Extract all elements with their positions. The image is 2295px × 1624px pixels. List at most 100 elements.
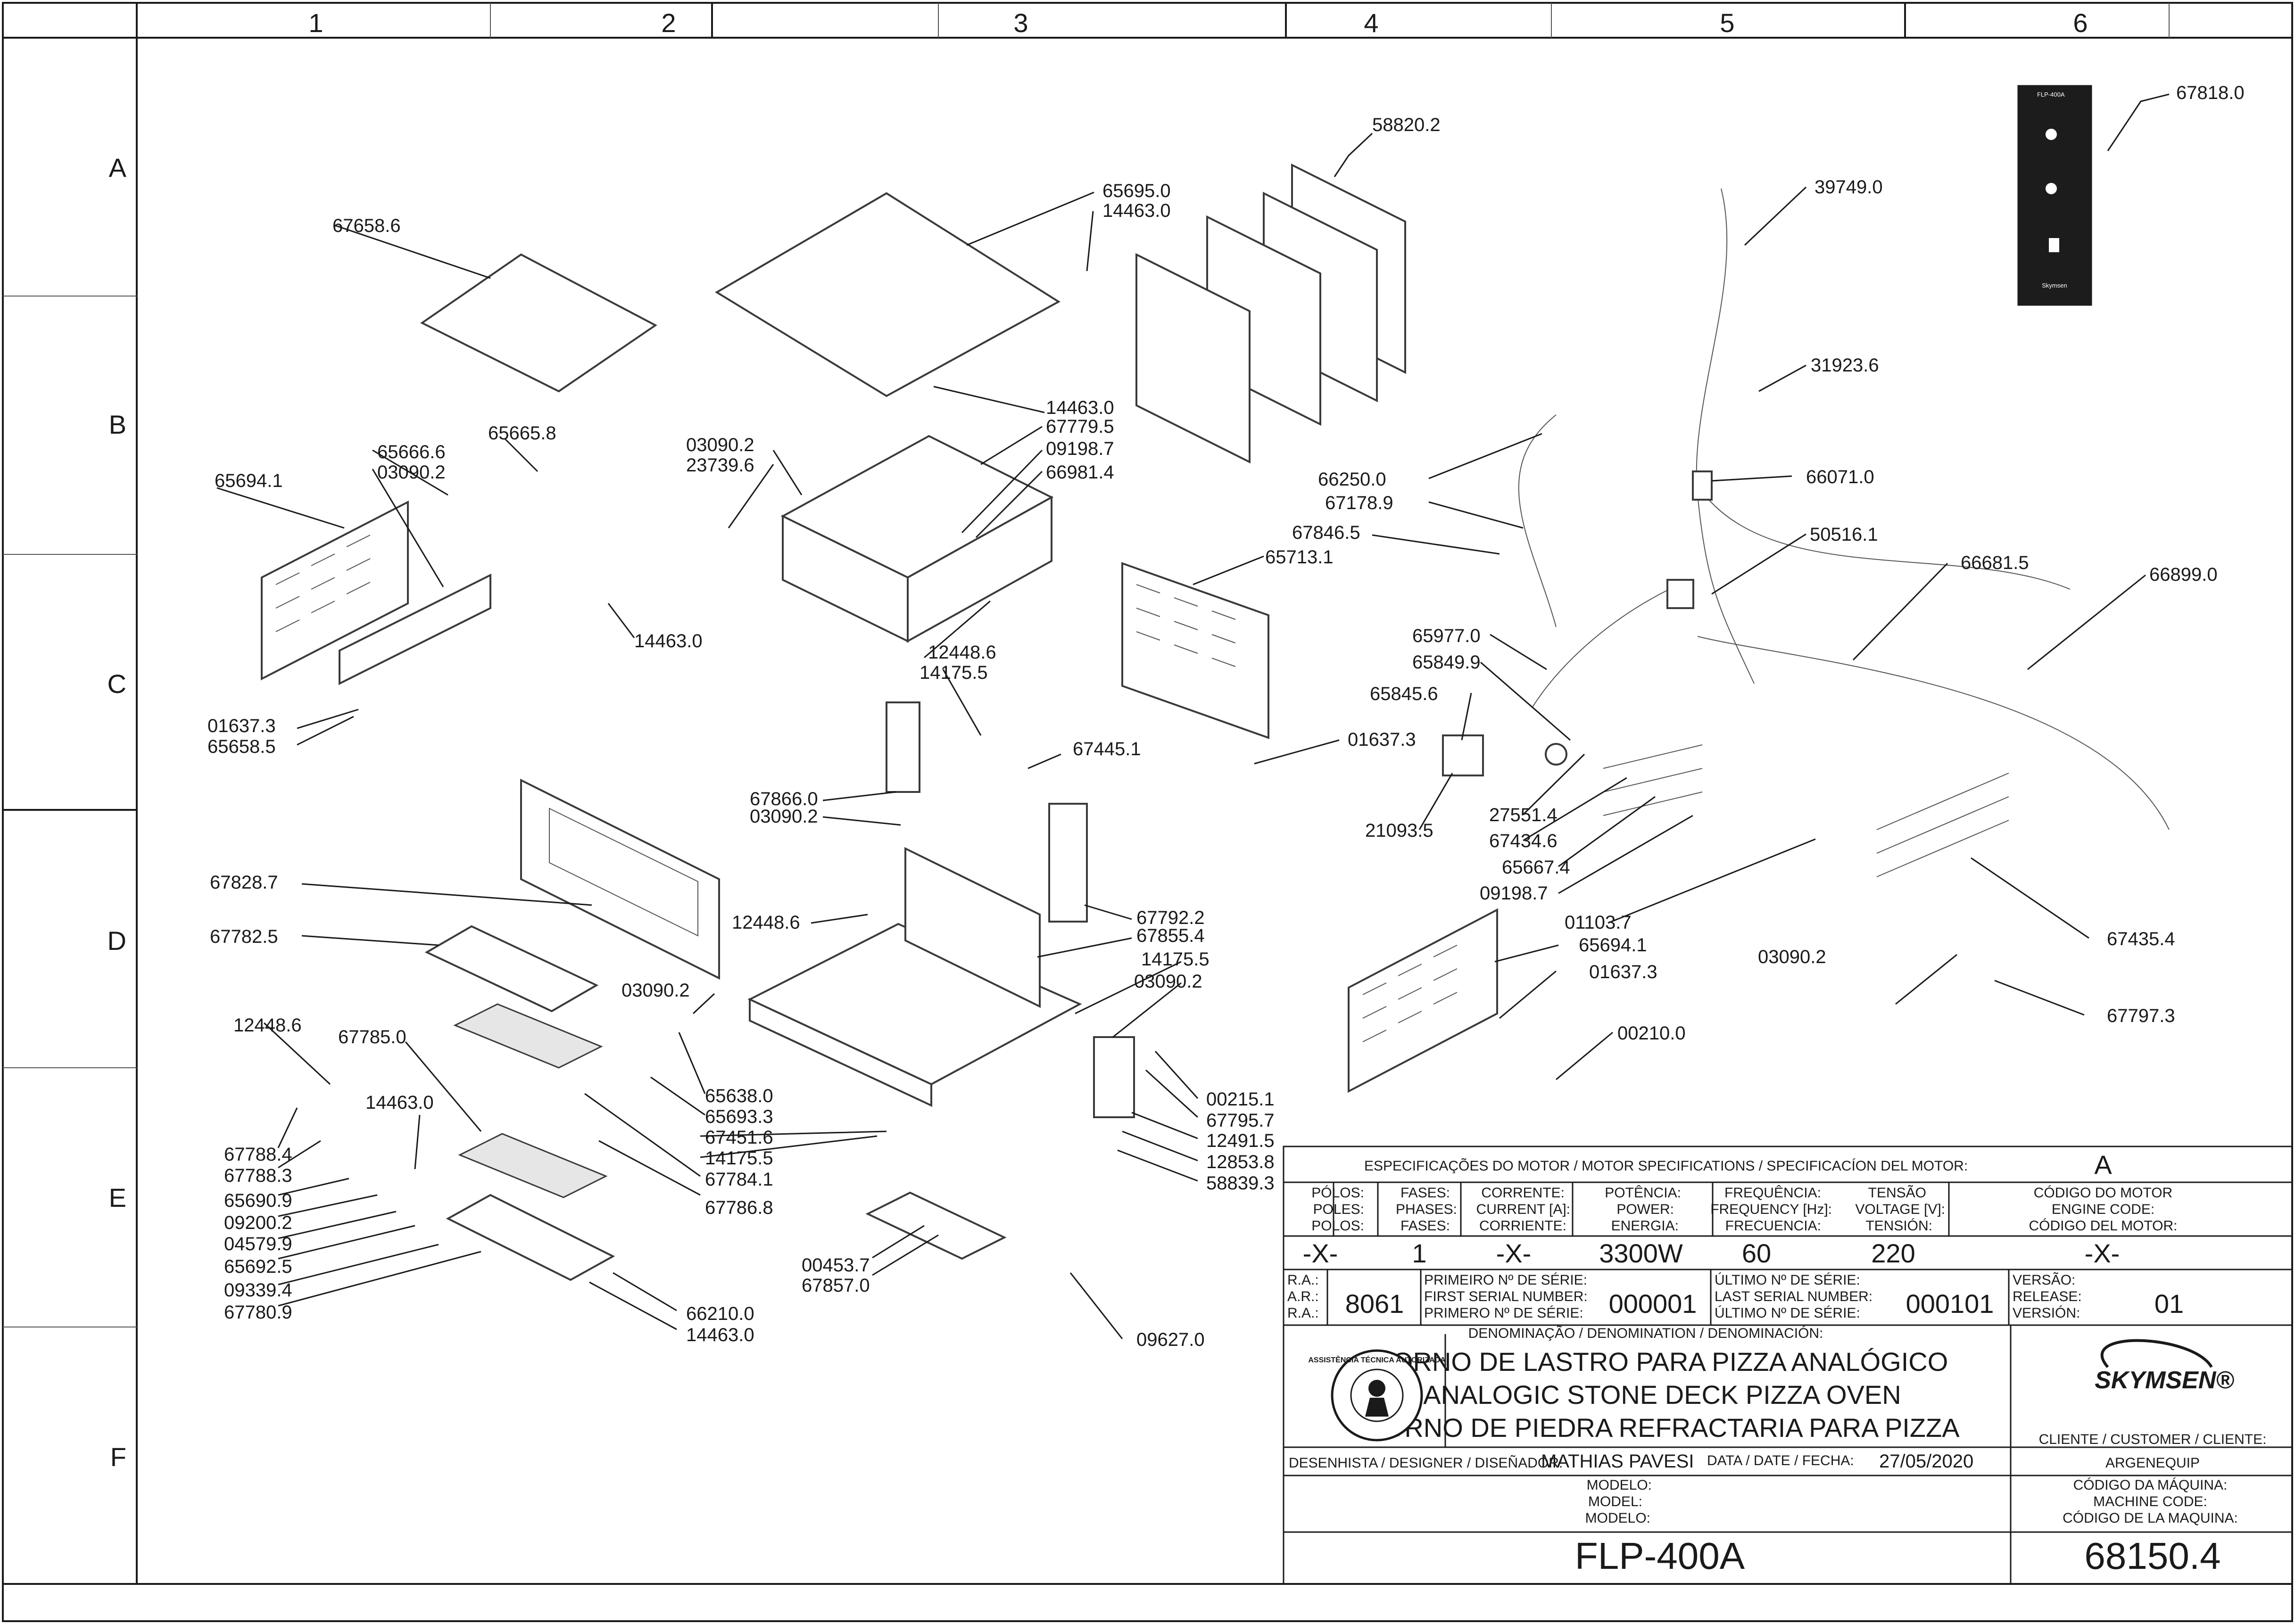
callout-label: 00215.1 [1206, 1089, 1275, 1110]
frequency-label-en: FREQUENCY [Hz]: [1710, 1202, 1832, 1217]
callout-label: 65665.8 [488, 423, 556, 444]
callout-label: 67786.8 [705, 1197, 773, 1218]
serial-labels: R.A.: A.R.: R.A.: PRIMEIRO Nº DE SÉRIE: … [1287, 1272, 2082, 1321]
callout-label: 12853.8 [1206, 1152, 1275, 1172]
cooling-fan [1442, 734, 1484, 776]
callout-label: 09198.7 [1480, 883, 1548, 904]
callout-label: 67434.6 [1489, 831, 1558, 851]
callout-label: 65667.4 [1502, 857, 1570, 878]
ra-label-en: A.R.: [1287, 1289, 1319, 1304]
callout-label: 67451.6 [705, 1127, 773, 1148]
callout-label: 12491.5 [1206, 1130, 1275, 1151]
current-label-es: CORRIENTE: [1479, 1218, 1566, 1234]
voltage-label-en: VOLTAGE [V]: [1855, 1202, 1945, 1217]
callout-label: 65666.6 [377, 442, 446, 462]
drawer-frame-lower [446, 1194, 615, 1281]
callout-label: 67797.3 [2107, 1006, 2175, 1026]
decal-model-text: FLP-400A [2037, 91, 2065, 98]
callout-label: 27551.4 [1489, 805, 1558, 825]
product-names: FORNO DE LASTRO PARA PIZZA ANALÓGICO ANA… [1365, 1347, 1960, 1443]
engine-code-labels: CÓDIGO DO MOTOR ENGINE CODE: CÓDIGO DEL … [2029, 1185, 2177, 1234]
poles-label-en: POLES: [1313, 1202, 1364, 1217]
column-label-4: 4 [1364, 8, 1378, 38]
callout-label: 67828.7 [210, 872, 278, 893]
last-serial-value: 000101 [1906, 1289, 1994, 1319]
side-panel-right [1121, 562, 1269, 739]
wiring-harness [1518, 188, 2170, 830]
callout-label: 14175.5 [920, 662, 988, 683]
last-serial-label-es: ÚLTIMO Nº DE SÉRIE: [1715, 1305, 1860, 1321]
customer-label: CLIENTE / CUSTOMER / CLIENTE: [2039, 1432, 2267, 1447]
row-label-d: D [108, 926, 126, 956]
callout-label: 39749.0 [1814, 177, 1883, 198]
model-value: FLP-400A [1575, 1535, 1745, 1577]
callout-label: 67846.5 [1292, 522, 1360, 543]
voltage-label-pt: TENSÃO [1868, 1185, 1926, 1201]
release-label-pt: VERSÃO: [2013, 1272, 2075, 1288]
seal-text: ASSISTÊNCIA TÉCNICA AUTORIZADA [1308, 1355, 1446, 1364]
first-serial-label-es: PRIMERO Nº DE SÉRIE: [1424, 1305, 1583, 1321]
callout-label: 67658.6 [332, 215, 401, 236]
release-value: 01 [2154, 1289, 2184, 1319]
callout-label: 65845.6 [1370, 684, 1438, 704]
callout-label: 31923.6 [1811, 355, 1879, 376]
product-name-es: HORNO DE PIEDRA REFRACTARIA PARA PIZZA [1365, 1413, 1960, 1443]
revision-letter: A [2094, 1150, 2112, 1179]
column-label-2: 2 [661, 8, 676, 38]
model-label-es: MODELO: [1585, 1510, 1650, 1526]
motor-spec-labels: PÓLOS: POLES: POLOS: FASES: PHASES: FASE… [1311, 1185, 1945, 1234]
callout-label: 66071.0 [1806, 467, 1874, 487]
voltage-label-es: TENSIÓN: [1865, 1218, 1932, 1234]
row-label-f: F [110, 1442, 126, 1472]
callout-label: 67857.0 [802, 1275, 870, 1296]
callout-label: 67792.2 [1136, 907, 1205, 928]
callout-label: 65694.1 [215, 470, 283, 491]
chimney-pipe [886, 701, 920, 793]
callout-label: 14463.0 [686, 1325, 754, 1345]
callout-label: 03090.2 [621, 980, 690, 1001]
callout-label: 14175.5 [1141, 949, 1210, 970]
power-label-pt: POTÊNCIA: [1605, 1185, 1681, 1201]
callout-label: 00453.7 [802, 1255, 870, 1276]
customer-value: ARGENEQUIP [2105, 1455, 2200, 1471]
column-labels: 1 2 3 4 5 6 [308, 8, 2088, 38]
control-panel-decal: FLP-400A Skymsen [2017, 85, 2092, 306]
current-label-pt: CORRENTE: [1481, 1185, 1565, 1201]
callout-label: 58820.2 [1372, 115, 1441, 135]
callout-label: 67779.5 [1046, 416, 1114, 437]
callout-label: 66681.5 [1961, 552, 2029, 573]
callout-label: 01637.3 [1348, 729, 1416, 750]
callout-label: 67788.3 [224, 1165, 292, 1186]
heating-elements [1603, 744, 2009, 877]
callout-label: 67435.4 [2107, 929, 2175, 949]
column-label-6: 6 [2073, 8, 2088, 38]
row-label-e: E [109, 1183, 126, 1212]
side-panel-lower [1348, 908, 1498, 1093]
callout-label: 66981.4 [1046, 462, 1114, 483]
power-label-en: POWER: [1616, 1202, 1674, 1217]
column-label-3: 3 [1013, 8, 1028, 38]
engine-code-label-pt: CÓDIGO DO MOTOR [2034, 1185, 2172, 1201]
callout-label: 03090.2 [1134, 971, 1202, 992]
drawer-plate-1 [453, 1003, 603, 1069]
designer-label: DESENHISTA / DESIGNER / DISEÑADOR: [1289, 1455, 1563, 1471]
callout-label: 65693.3 [705, 1106, 773, 1127]
row-label-b: B [109, 410, 126, 439]
callout-label: 04579.9 [224, 1234, 292, 1254]
column-label-5: 5 [1720, 8, 1734, 38]
first-serial-value: 000001 [1609, 1289, 1697, 1319]
pilot-lamp [1545, 743, 1567, 766]
part-geometry: FLP-400A Skymsen [261, 85, 2170, 1281]
callout-label: 67784.1 [705, 1169, 773, 1190]
phases-value: 1 [1412, 1238, 1426, 1268]
control-bracket [1093, 1036, 1135, 1118]
callout-label: 01103.7 [1565, 912, 1632, 933]
skymsen-logo: SKYMSEN® [2095, 1339, 2234, 1394]
callout-label: 67788.4 [224, 1144, 292, 1165]
power-label-es: ENERGIA: [1611, 1218, 1679, 1234]
date-value: 27/05/2020 [1879, 1451, 1973, 1472]
engine-code-label-es: CÓDIGO DEL MOTOR: [2029, 1218, 2177, 1234]
first-serial-label-en: FIRST SERIAL NUMBER: [1424, 1289, 1588, 1304]
poles-label-es: POLOS: [1311, 1218, 1364, 1234]
